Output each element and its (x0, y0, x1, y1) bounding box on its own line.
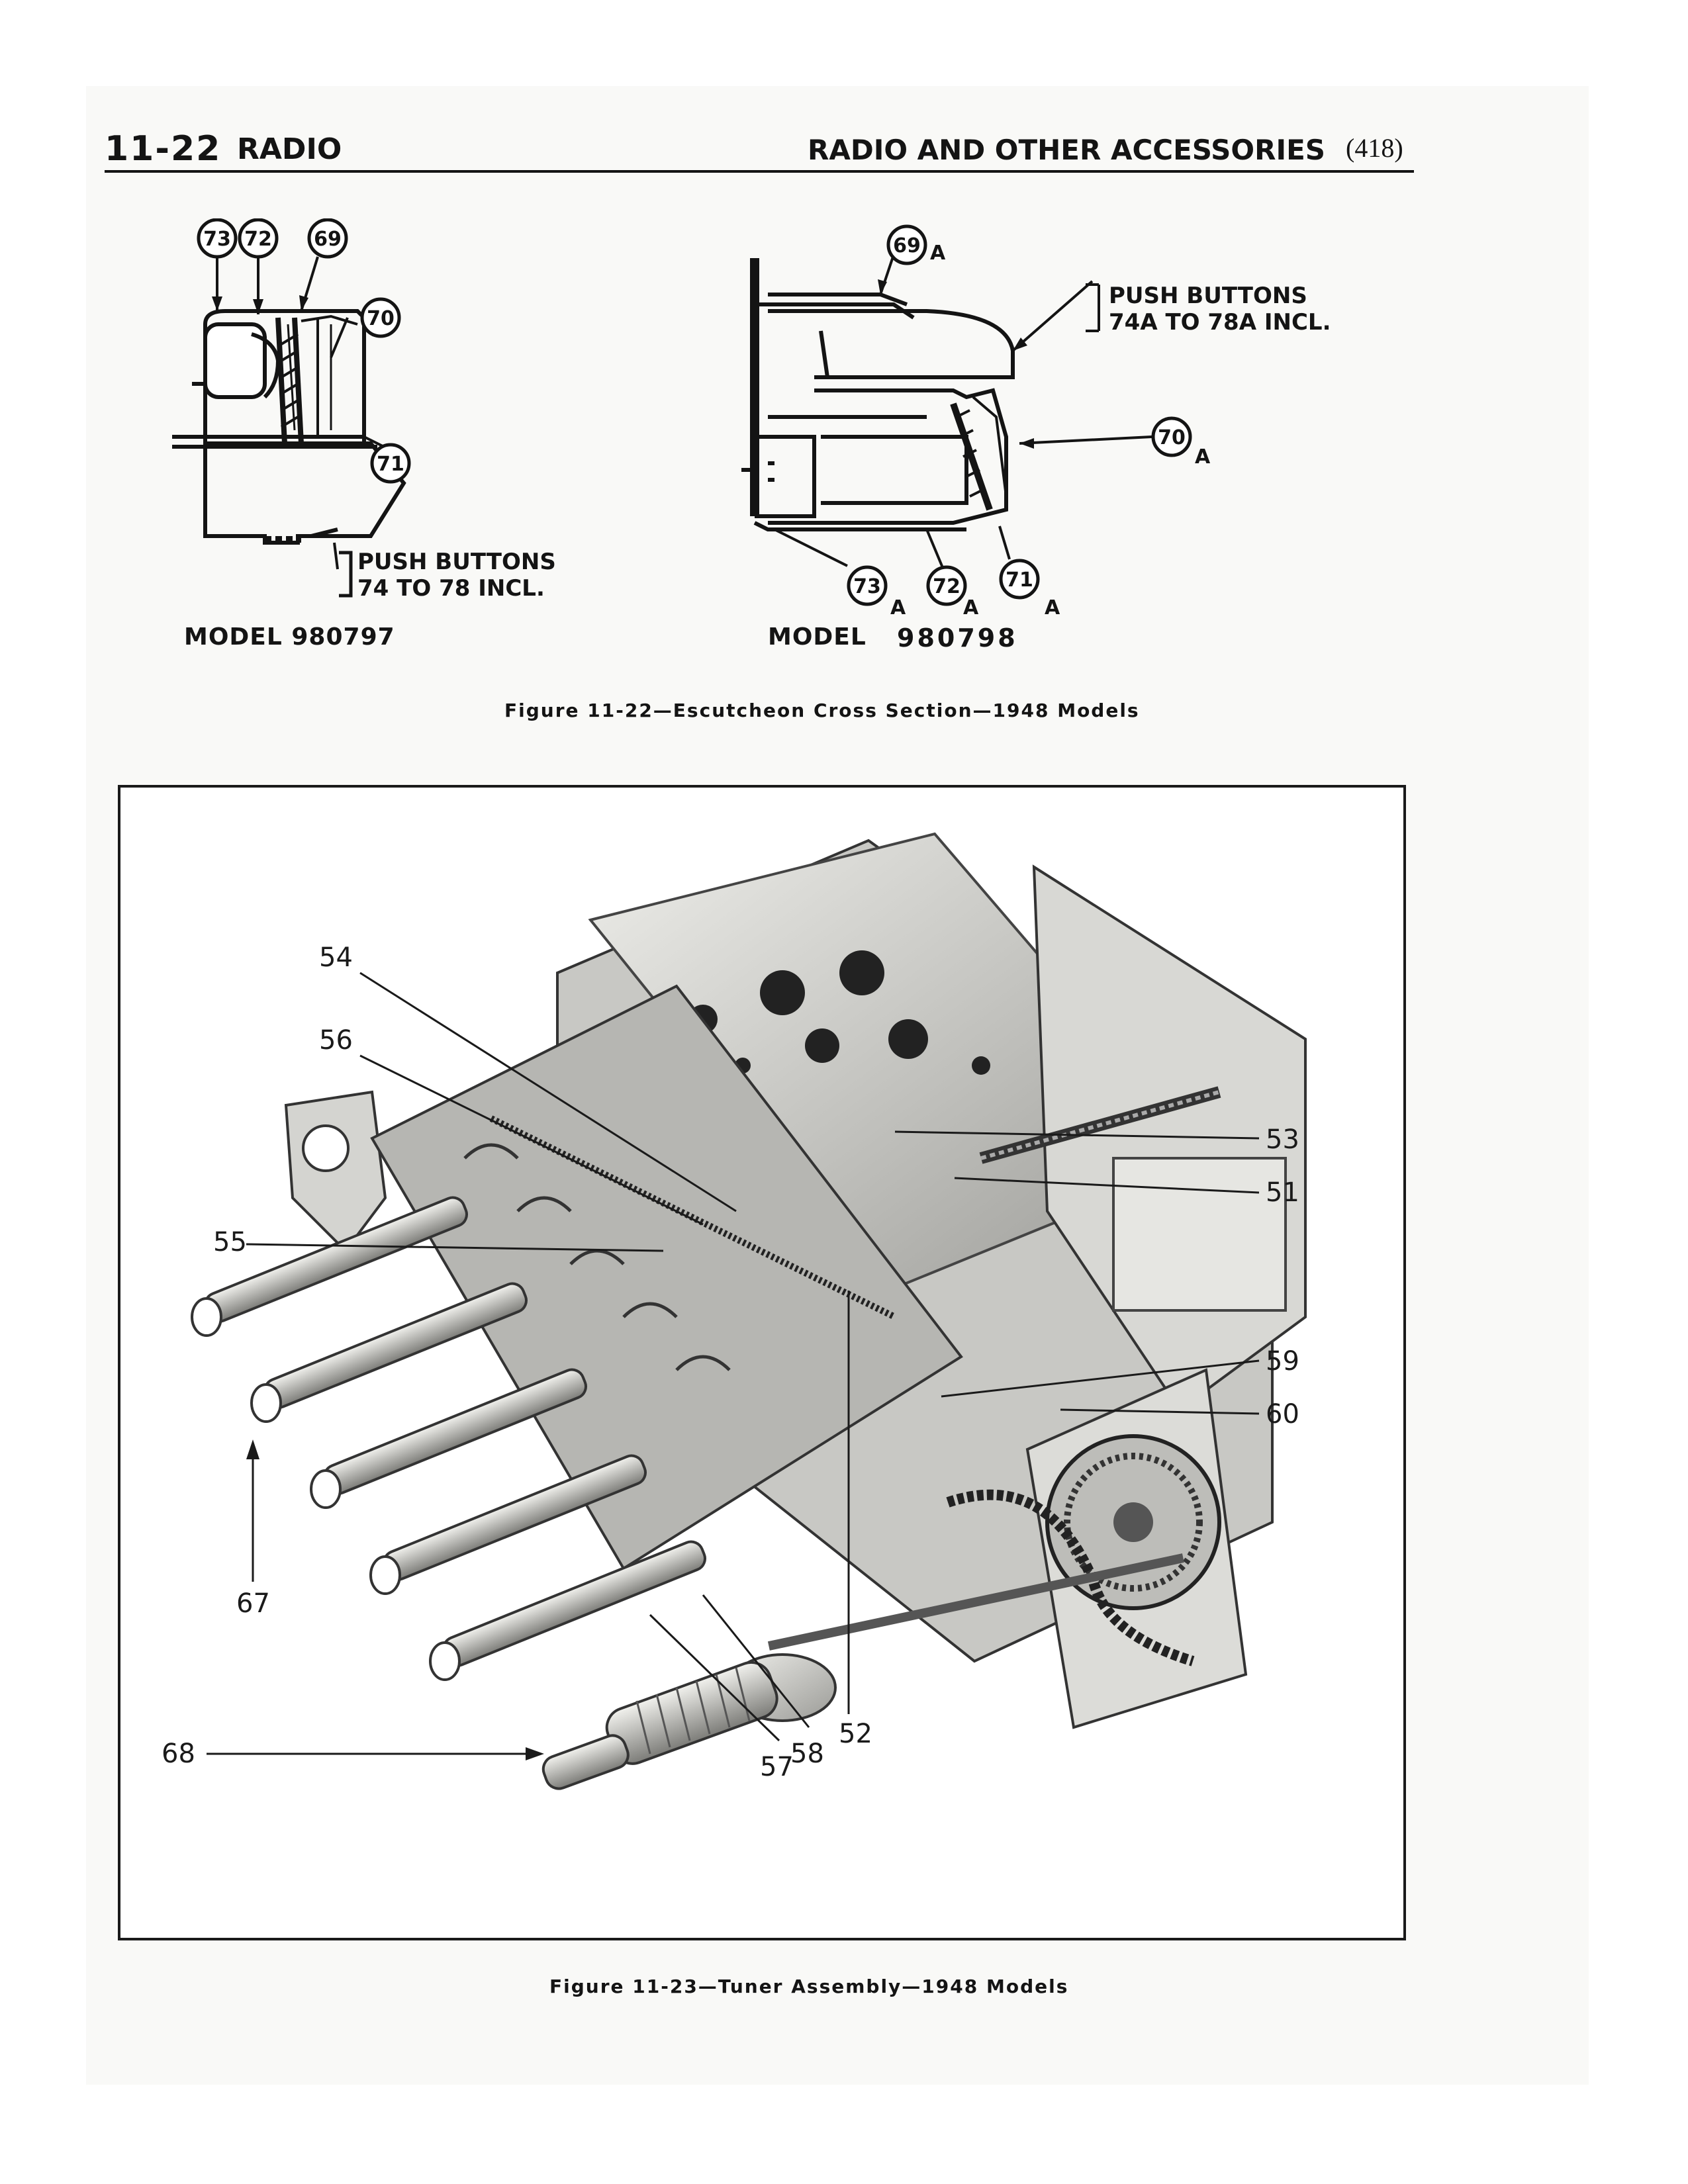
callout-69: 69 (314, 228, 342, 251)
section-label: RADIO (237, 132, 342, 166)
suffix-70a: A (1195, 445, 1211, 469)
callout-52: 52 (839, 1719, 872, 1749)
header-rule (105, 170, 1414, 173)
callout-72: 72 (244, 228, 272, 251)
callout-68: 68 (162, 1739, 195, 1769)
push-buttons-a-label: PUSH BUTTONS (1109, 283, 1307, 309)
callout-71a: 71 (1006, 569, 1033, 592)
page-number: 11-22 (105, 129, 222, 169)
tuner-assembly-illustration: 54 56 55 53 51 59 60 67 68 52 58 57 (162, 832, 1307, 1790)
callout-67: 67 (236, 1588, 270, 1619)
tuner-photo-frame: 54 56 55 53 51 59 60 67 68 52 58 57 (118, 785, 1406, 1940)
suffix-71a: A (1045, 596, 1060, 619)
push-buttons-range: 74 TO 78 INCL. (357, 575, 545, 602)
callout-58: 58 (790, 1739, 824, 1769)
escutcheon-diagram-980798: 69 70 73 72 71 A A A A A PUSH BUTTONS 74… (741, 224, 1331, 619)
suffix-72a: A (963, 596, 979, 619)
callout-59: 59 (1266, 1346, 1299, 1377)
model-word-label: MODEL (768, 623, 867, 651)
callout-69a: 69 (893, 234, 921, 257)
callout-56: 56 (319, 1025, 353, 1056)
callout-55: 55 (213, 1227, 247, 1257)
push-buttons-a-range: 74A TO 78A INCL. (1109, 309, 1331, 336)
callout-71: 71 (377, 453, 404, 476)
callout-73: 73 (203, 228, 231, 251)
callout-54: 54 (319, 942, 353, 973)
push-buttons-label: PUSH BUTTONS (357, 549, 556, 575)
model-980798-label: 980798 (897, 623, 1018, 653)
suffix-69a: A (930, 242, 946, 265)
callout-60: 60 (1266, 1399, 1299, 1430)
callout-51: 51 (1266, 1177, 1299, 1208)
callout-57: 57 (760, 1752, 794, 1782)
model-980797-label: MODEL 980797 (184, 623, 395, 651)
callout-70a: 70 (1158, 426, 1186, 449)
figure-11-22-caption: Figure 11-22—Escutcheon Cross Section—19… (504, 700, 1140, 721)
chapter-title: RADIO AND OTHER ACCESSORIES (808, 134, 1326, 166)
callout-73a: 73 (853, 575, 881, 598)
escutcheon-diagram-980797: 73 72 69 70 71 PUSH BUTTONS 74 TO 78 INC… (172, 218, 556, 602)
book-page-number: (418) (1346, 133, 1403, 163)
callout-53: 53 (1266, 1124, 1299, 1155)
callout-70: 70 (367, 307, 395, 330)
figure-11-23-caption: Figure 11-23—Tuner Assembly—1948 Models (549, 1976, 1069, 1997)
callout-72a: 72 (933, 575, 961, 598)
suffix-73a: A (890, 596, 906, 619)
